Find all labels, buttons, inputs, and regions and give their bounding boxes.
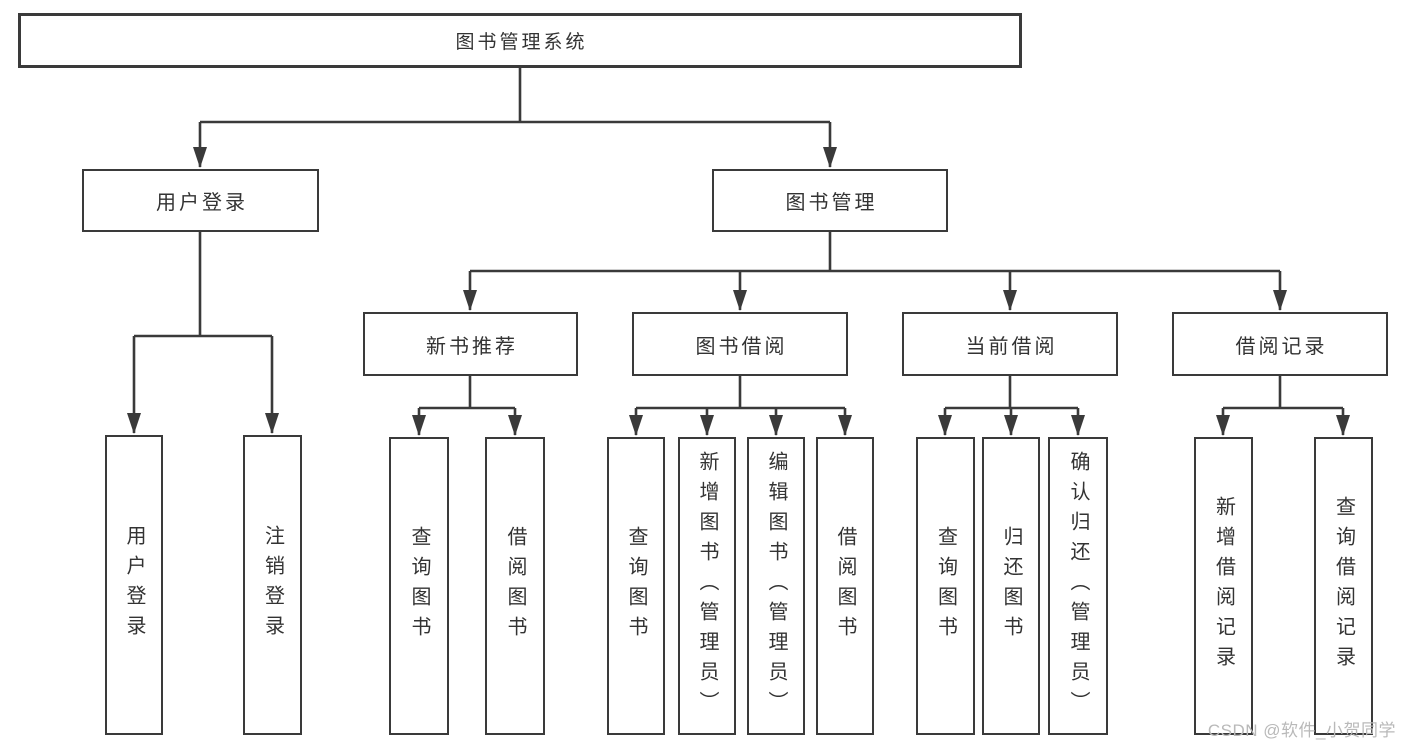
- leaf-confirm-return-admin: 确认归还（管理员）: [1048, 437, 1108, 735]
- node-label: 查询借阅记录: [1332, 496, 1355, 676]
- node-label: 归还图书: [1000, 526, 1022, 646]
- leaf-return-books: 归还图书: [982, 437, 1040, 735]
- leaf-query-borrow-record: 查询借阅记录: [1314, 437, 1373, 735]
- leaf-query-books-recommendation: 查询图书: [389, 437, 449, 735]
- node-book-management: 图书管理: [712, 169, 948, 232]
- leaf-query-books-borrowing: 查询图书: [607, 437, 665, 735]
- node-label: 借阅图书: [834, 526, 856, 646]
- node-label: 新书推荐: [426, 335, 518, 358]
- leaf-user-login: 用户登录: [105, 435, 163, 735]
- node-label: 编辑图书（管理员）: [765, 451, 787, 721]
- node-label: 图书管理系统: [455, 32, 588, 53]
- node-label: 查询图书: [408, 526, 430, 646]
- node-label: 当前借阅: [965, 335, 1058, 358]
- node-library-management-system: 图书管理系统: [18, 13, 1022, 68]
- tree-branch-lines: [134, 68, 1343, 410]
- node-user-login: 用户登录: [82, 169, 319, 232]
- node-label: 新增图书（管理员）: [696, 451, 718, 721]
- node-label: 查询图书: [934, 526, 957, 646]
- node-label: 新增借阅记录: [1212, 496, 1235, 676]
- leaf-borrow-books-recommendation: 借阅图书: [485, 437, 545, 735]
- node-current-borrowing: 当前借阅: [902, 312, 1118, 376]
- leaf-logout: 注销登录: [243, 435, 302, 735]
- node-label: 借阅记录: [1235, 335, 1328, 358]
- node-label: 确认归还（管理员）: [1067, 451, 1089, 721]
- leaf-add-books-admin: 新增图书（管理员）: [678, 437, 736, 735]
- leaf-borrow-books: 借阅图书: [816, 437, 874, 735]
- node-label: 注销登录: [261, 525, 284, 645]
- node-label: 借阅图书: [504, 526, 526, 646]
- node-label: 图书管理: [785, 192, 878, 214]
- node-book-borrowing: 图书借阅: [632, 312, 848, 376]
- node-new-book-recommendation: 新书推荐: [363, 312, 578, 376]
- node-label: 用户登录: [156, 192, 248, 214]
- node-label: 用户登录: [123, 525, 145, 645]
- leaf-add-borrow-record: 新增借阅记录: [1194, 437, 1253, 735]
- node-label: 图书借阅: [695, 335, 788, 358]
- leaf-query-books-current: 查询图书: [916, 437, 975, 735]
- node-label: 查询图书: [625, 526, 647, 646]
- leaf-edit-books-admin: 编辑图书（管理员）: [747, 437, 805, 735]
- node-borrowing-records: 借阅记录: [1172, 312, 1388, 376]
